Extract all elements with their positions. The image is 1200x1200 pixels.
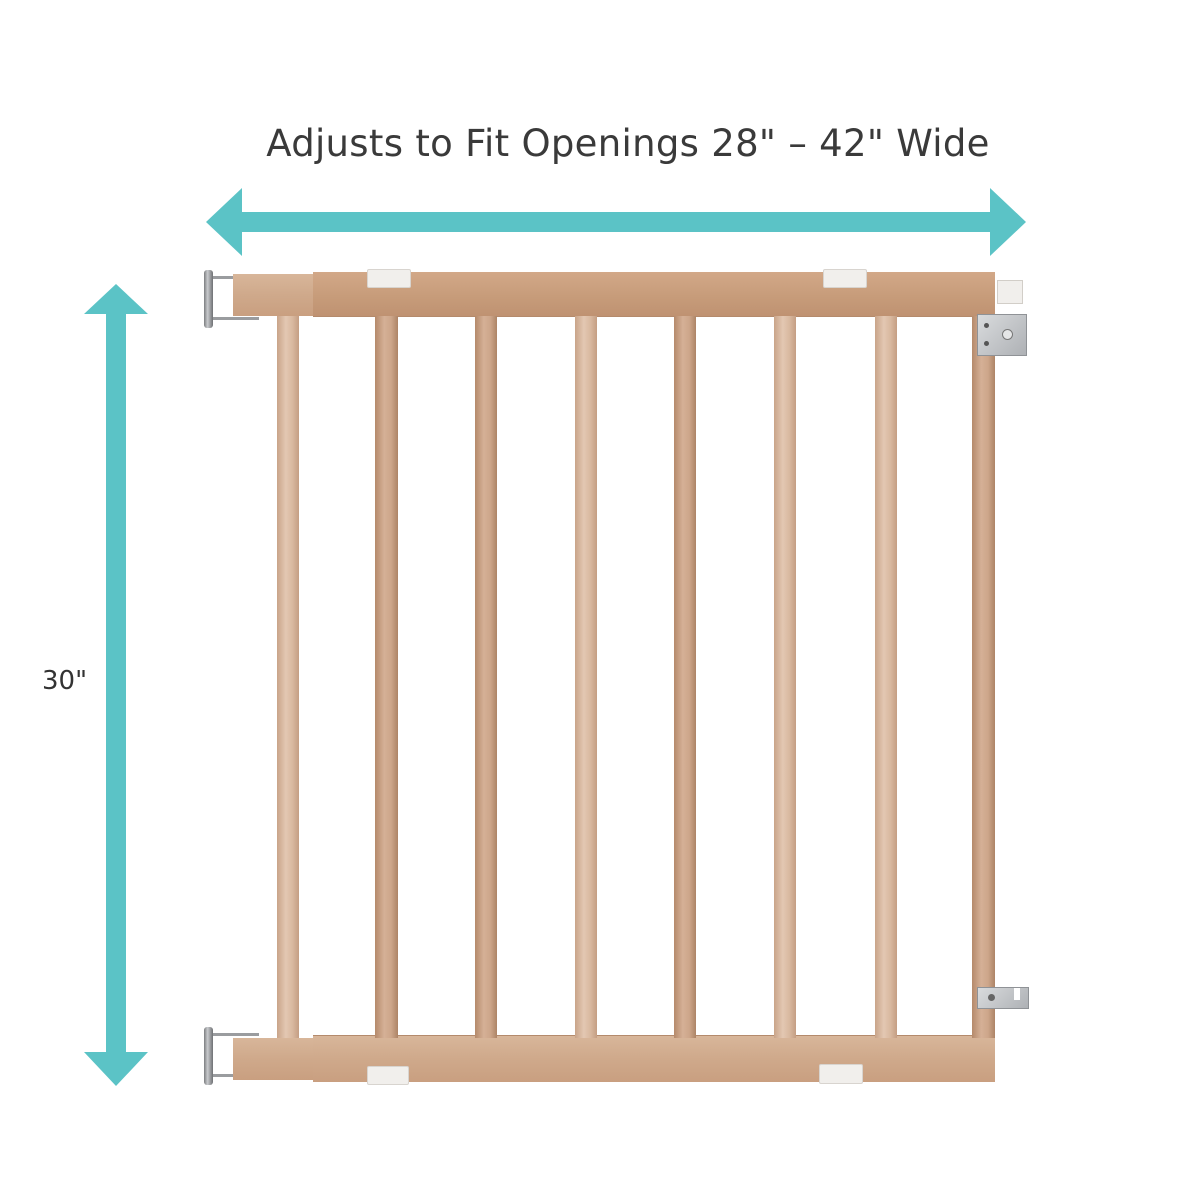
rail-clip (823, 269, 867, 288)
lower-bracket (977, 987, 1029, 1009)
top-rail-left (233, 274, 317, 316)
hinge-pin-top (204, 270, 213, 328)
hinge-rod (213, 317, 259, 320)
slat (277, 316, 299, 1038)
slat (375, 316, 398, 1038)
slat (674, 316, 696, 1038)
width-range-title: Adjusts to Fit Openings 28" – 42" Wide (266, 122, 990, 165)
latch-cap (997, 280, 1023, 304)
hinge-rod (213, 1033, 259, 1036)
bottom-rail (313, 1036, 995, 1082)
width-arrow-icon (206, 188, 1026, 256)
rail-clip (367, 269, 411, 288)
height-arrow-icon (84, 284, 148, 1086)
slat (774, 316, 796, 1038)
rail-clip (819, 1064, 863, 1084)
bottom-rail-left (233, 1038, 317, 1080)
slat (475, 316, 497, 1038)
height-label: 30" (42, 666, 88, 696)
hinge-pin-bottom (204, 1027, 213, 1085)
right-stile (972, 316, 995, 1038)
slat (575, 316, 597, 1038)
rail-clip (367, 1066, 409, 1085)
top-rail (313, 272, 995, 316)
slat (875, 316, 897, 1038)
latch-plate[interactable] (977, 314, 1027, 356)
baby-gate-image (195, 262, 1045, 1092)
